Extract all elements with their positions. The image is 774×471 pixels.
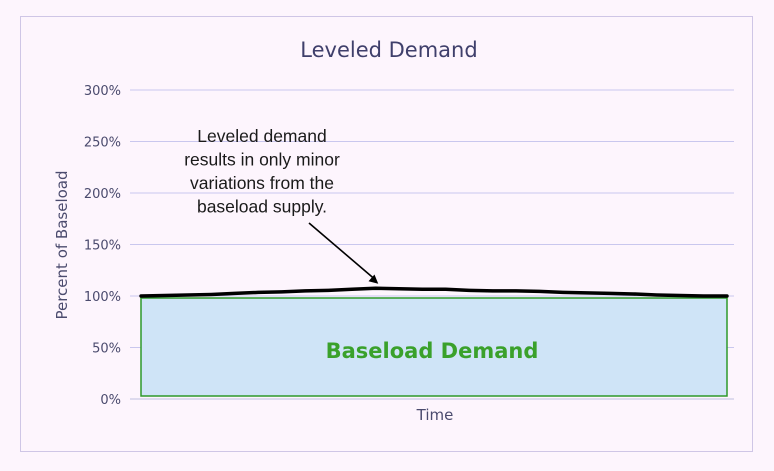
- y-tick-label: 200%: [84, 187, 121, 202]
- chart-title: Leveled Demand: [300, 38, 477, 62]
- y-tick-label: 150%: [84, 239, 121, 254]
- baseload-label: Baseload Demand: [326, 339, 539, 363]
- y-tick-label: 100%: [84, 290, 121, 305]
- x-axis-label: Time: [416, 406, 454, 424]
- y-tick-labels: 0% 50% 100% 150% 200% 250% 300%: [84, 84, 121, 408]
- y-tick-label: 50%: [92, 342, 121, 357]
- annotation-arrowhead: [368, 274, 379, 284]
- y-axis-label: Percent of Baseload: [53, 170, 71, 319]
- y-tick-label: 250%: [84, 136, 121, 151]
- annotation-text-line: Leveled demand: [197, 126, 326, 146]
- y-tick-label: 0%: [100, 393, 121, 408]
- y-tick-label: 300%: [84, 84, 121, 99]
- baseload-area: Baseload Demand: [140, 297, 728, 397]
- series-lines: [139, 286, 729, 298]
- annotation-arrow: [308, 222, 375, 280]
- annotation-text-line: baseload supply.: [197, 197, 327, 217]
- annotation: Leveled demand results in only minor varia…: [184, 126, 379, 284]
- demand-line: [139, 286, 729, 298]
- annotation-text-line: results in only minor: [184, 150, 340, 170]
- annotation-text-line: variations from the: [190, 173, 334, 193]
- baseload-rect: [140, 297, 728, 397]
